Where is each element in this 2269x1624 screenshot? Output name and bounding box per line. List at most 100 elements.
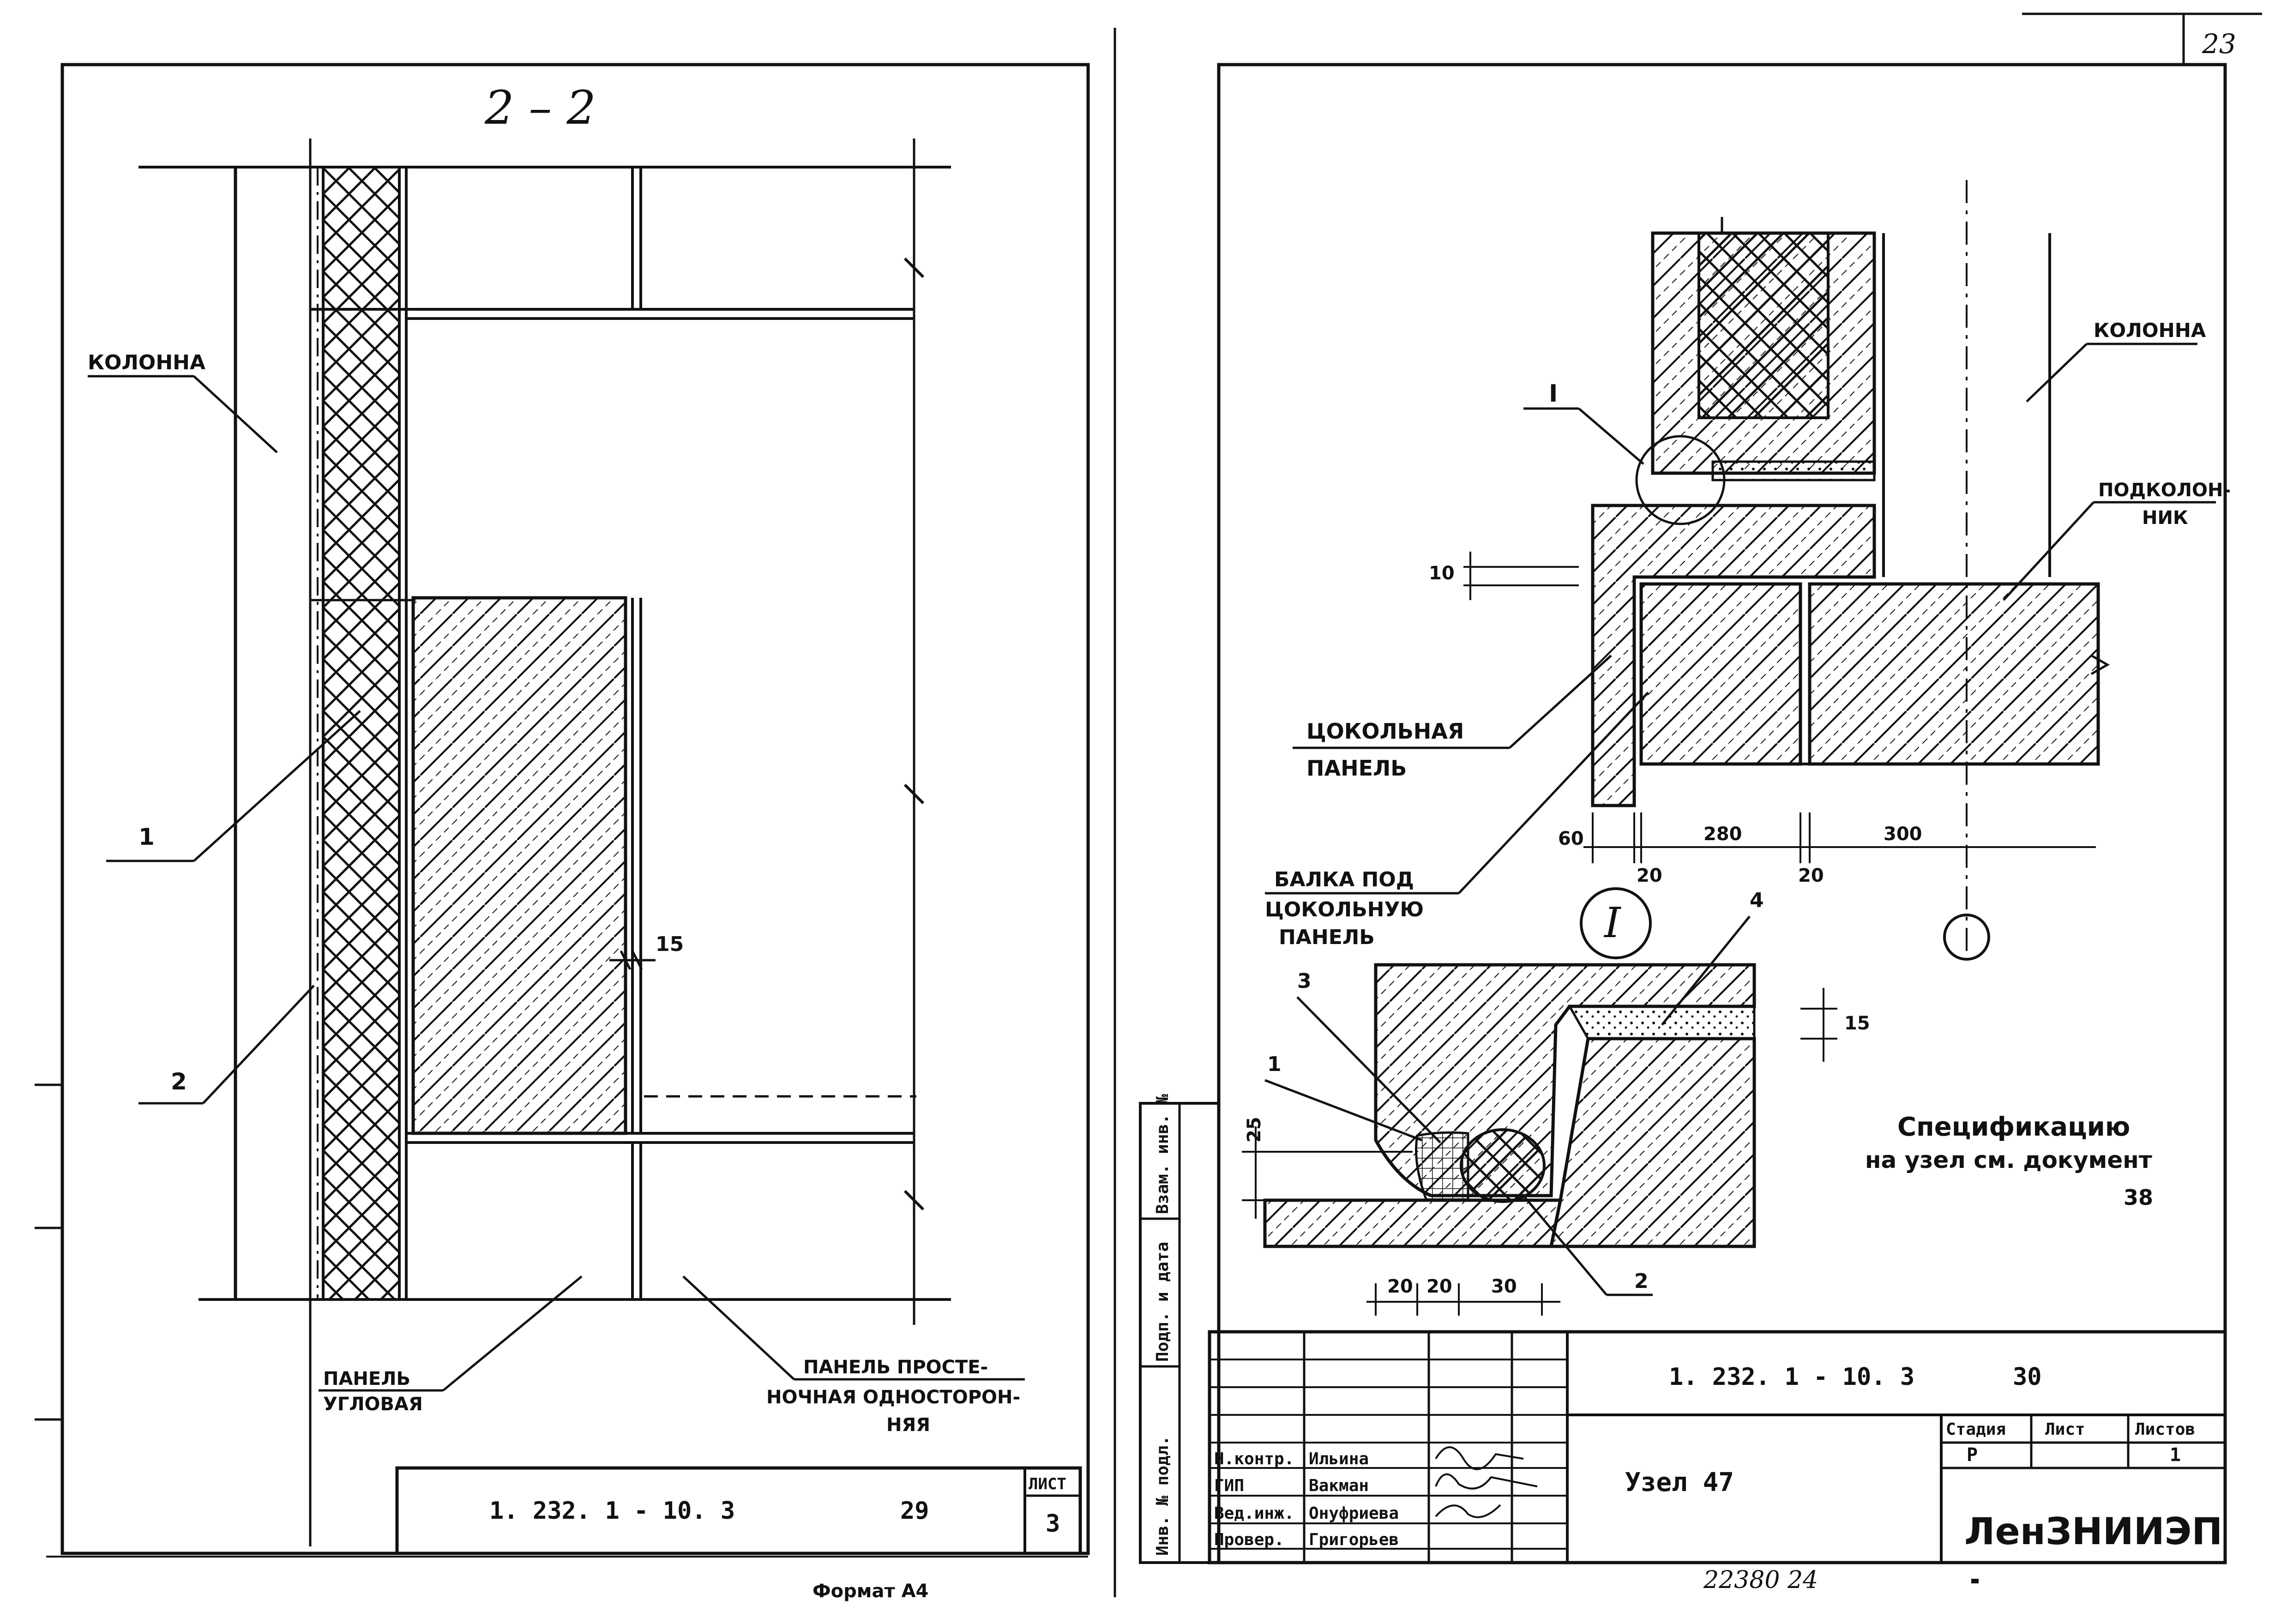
dim-chain-extensions xyxy=(1592,812,1811,863)
axis-marker-circle xyxy=(1943,914,1990,961)
left-stamp-sheet-header: ЛИСТ xyxy=(1029,1475,1066,1493)
dim-10: 10 xyxy=(1429,563,1455,584)
signature-ilina xyxy=(1435,1446,1524,1470)
side-strip-inv-podl: Инв. № подл. xyxy=(1153,1436,1172,1556)
title-sheets-value: 1 xyxy=(2170,1444,2181,1466)
label-corner-panel-2: УГЛОВАЯ xyxy=(323,1394,423,1415)
callout-2: 2 xyxy=(171,1068,187,1095)
callout-1: 1 xyxy=(138,824,155,850)
title-page: 30 xyxy=(2013,1363,2042,1391)
leader-wall-panel xyxy=(682,1275,795,1380)
detail-callout-4: 4 xyxy=(1750,889,1764,912)
leader-detail-2 xyxy=(1523,1195,1607,1296)
dimension-15: 15 xyxy=(656,932,684,956)
dim-20-b: 20 xyxy=(1798,865,1824,886)
label-beam-2: ЦОКОЛЬНУЮ xyxy=(1265,898,1424,921)
left-sheet: 2 – 2 КОЛОННА 1 xyxy=(35,63,1090,1602)
detail-callout-1: 1 xyxy=(1267,1053,1282,1076)
label-beam-3: ПАНЕЛЬ xyxy=(1279,926,1375,949)
dim-60: 60 xyxy=(1558,828,1584,849)
detail-title-mark: I xyxy=(1603,899,1621,947)
role-ved-inzh: Вед.инж. xyxy=(1214,1504,1294,1523)
title-sheets-header: Листов xyxy=(2135,1420,2195,1439)
bottom-number: 22380 24 xyxy=(1703,1566,1818,1594)
side-strip-date: Подп. и дата xyxy=(1153,1242,1172,1362)
label-plinth-2: ПАНЕЛЬ xyxy=(1306,756,1407,781)
right-sheet: 23 10 60 20 280 20 300 КОЛОННА xyxy=(1139,12,2262,1594)
dim-300: 300 xyxy=(1884,824,1922,845)
label-column-right: КОЛОННА xyxy=(2094,319,2206,342)
role-n-kontr: Н.контр. xyxy=(1214,1450,1294,1468)
label-corner-panel-1: ПАНЕЛЬ xyxy=(323,1368,410,1389)
title-node: Узел 47 xyxy=(1625,1468,1734,1498)
detail-dim-20-a: 20 xyxy=(1387,1276,1413,1297)
detail-mortar xyxy=(1567,1005,1756,1040)
leader-callout-1 xyxy=(193,710,361,862)
label-wall-panel-1: ПАНЕЛЬ ПРОСТЕ- xyxy=(803,1357,988,1378)
name-grigorev: Григорьев xyxy=(1309,1530,1399,1549)
leader-callout-2 xyxy=(202,985,315,1104)
signature-vakman xyxy=(1435,1473,1538,1490)
left-stamp xyxy=(395,1466,1082,1555)
left-stamp-code: 1. 232. 1 - 10. 3 xyxy=(489,1497,735,1525)
format-note: Формат А4 xyxy=(813,1581,928,1602)
leader-beam xyxy=(1458,692,1649,894)
label-column: КОЛОННА xyxy=(88,351,205,374)
title-code: 1. 232. 1 - 10. 3 xyxy=(1669,1363,1914,1391)
sub-column-break-mark xyxy=(2090,654,2110,675)
page-number: 23 xyxy=(2202,28,2236,60)
detail-mastic-sealant xyxy=(1415,1131,1469,1202)
leader-subcolumn xyxy=(2003,501,2094,601)
detail-dim-30: 30 xyxy=(1491,1276,1517,1297)
leader-detail-4 xyxy=(1661,915,1751,1026)
spec-note-line-2: на узел см. документ xyxy=(1865,1147,2152,1173)
detail-upper-panel xyxy=(1374,963,1756,1197)
title-sheet-header: Лист xyxy=(2045,1420,2085,1439)
leader-detail-1 xyxy=(1264,1079,1422,1142)
leader-plinth xyxy=(1509,655,1612,749)
spec-note-line-3: 38 xyxy=(2124,1185,2153,1210)
bottom-mark xyxy=(1971,1579,1979,1583)
detail-dim-chain xyxy=(1366,1283,1560,1316)
side-strip-vzam: Взам. инв. № xyxy=(1153,1094,1172,1214)
detail-callout-3: 3 xyxy=(1297,969,1312,993)
title-stage-value: Р xyxy=(1967,1444,1978,1466)
detail-dim-25: 25 xyxy=(1244,1117,1265,1143)
detail-gasket xyxy=(1460,1128,1546,1203)
dimension-15-ticks xyxy=(620,950,643,970)
detail-dim-15-lines xyxy=(1800,988,1837,1062)
leader-detail-3 xyxy=(1296,996,1441,1143)
leader-corner-panel xyxy=(442,1275,583,1391)
beam-under-plinth xyxy=(1639,582,1802,766)
detail-lower-right-panel xyxy=(1549,1037,1756,1248)
leader-detail-mark xyxy=(1578,408,1644,465)
joint-mortar-strip xyxy=(1711,460,1876,481)
title-block-frame xyxy=(1208,1330,2227,1564)
section-title: 2 – 2 xyxy=(484,81,596,135)
plinth-panel xyxy=(1591,504,1876,807)
label-subcolumn-1: ПОДКОЛОН- xyxy=(2098,480,2231,501)
title-rows xyxy=(1210,1359,1567,1550)
signature-onufrieva xyxy=(1435,1504,1501,1518)
sub-column xyxy=(1808,582,2100,766)
role-prover: Провер. xyxy=(1214,1530,1284,1549)
dimension-ticks xyxy=(903,257,925,1211)
dim-280: 280 xyxy=(1703,824,1742,845)
title-block: 1. 232. 1 - 10. 3 30 Узел 47 Стадия Лист… xyxy=(1208,1330,2227,1564)
title-stage-header: Стадия xyxy=(1946,1420,2006,1439)
name-ilina: Ильина xyxy=(1309,1450,1369,1468)
label-plinth-1: ЦОКОЛЬНАЯ xyxy=(1306,719,1464,744)
left-stamp-page: 29 xyxy=(900,1497,929,1525)
detail-dim-25-lines xyxy=(1242,1126,1413,1219)
label-wall-panel-2: НОЧНАЯ ОДНОСТОРОН- xyxy=(766,1387,1020,1408)
upper-panel-insulation xyxy=(1697,232,1830,419)
detail-dim-15: 15 xyxy=(1844,1013,1870,1034)
title-organization: ЛенЗНИИЭП xyxy=(1964,1510,2222,1553)
detail-mark-upper: I xyxy=(1549,380,1558,408)
detail-callout-2: 2 xyxy=(1634,1269,1649,1293)
role-gip: ГИП xyxy=(1214,1476,1244,1495)
dim-20-a: 20 xyxy=(1637,865,1662,886)
detail-title-circle xyxy=(1580,887,1652,959)
label-wall-panel-3: НЯЯ xyxy=(886,1414,930,1436)
